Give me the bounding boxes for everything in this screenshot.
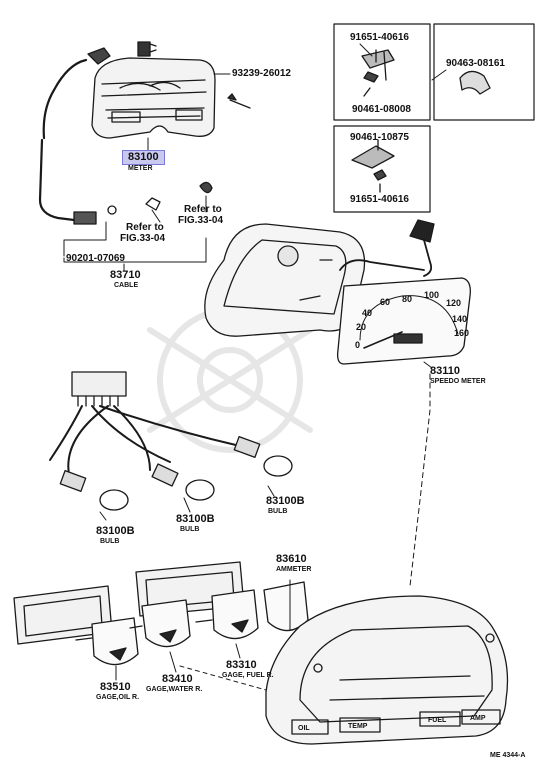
bulb-glass-1 bbox=[263, 455, 293, 477]
scale-0: 0 bbox=[355, 340, 360, 350]
speedo-scale-labels: 0 20 40 60 80 100 120 140 160 bbox=[355, 290, 469, 350]
fig-ref-b: Refer to bbox=[184, 204, 222, 215]
cable-part-name: CABLE bbox=[114, 282, 139, 289]
speedo-part-name: SPEEDO METER bbox=[430, 378, 486, 385]
meter-part-name: METER bbox=[128, 165, 153, 172]
screw-93239 bbox=[227, 93, 251, 109]
scale-120: 120 bbox=[446, 298, 461, 308]
scale-100: 100 bbox=[424, 290, 439, 300]
dashed-guide bbox=[409, 373, 431, 587]
cable-part-number: 83710 bbox=[110, 269, 141, 281]
speedo-housing-drawing bbox=[204, 219, 471, 365]
cluster-amp: AMP bbox=[470, 715, 486, 722]
scale-60: 60 bbox=[380, 297, 390, 307]
scale-40: 40 bbox=[362, 308, 372, 318]
cluster-temp: TEMP bbox=[348, 723, 368, 730]
fuel-gage-part-number: 83310 bbox=[226, 659, 257, 671]
box1-part-a: 91651-40616 bbox=[350, 32, 409, 43]
cable-clip-number: 90201-07069 bbox=[66, 253, 125, 264]
cable-83710-drawing bbox=[38, 58, 213, 225]
box1-part-b: 90461-08008 bbox=[352, 104, 411, 115]
bulb3-part-name: BULB bbox=[100, 538, 120, 545]
bulb1-part-name: BULB bbox=[268, 508, 288, 515]
oil-gage-part-name: GAGE,OIL R. bbox=[96, 694, 140, 701]
meter-part-number: 83100 bbox=[122, 150, 165, 165]
scale-20: 20 bbox=[356, 322, 366, 332]
box2-part-a: 90463-08161 bbox=[446, 58, 505, 69]
ammeter-part-name: AMMETER bbox=[276, 566, 312, 573]
meter-cluster-case-drawing bbox=[265, 595, 509, 745]
cluster-window-labels: OIL TEMP FUEL AMP bbox=[298, 715, 486, 732]
gage-panels-drawing bbox=[13, 561, 309, 666]
water-gage-part-name: GAGE,WATER R. bbox=[146, 686, 203, 693]
diagram-reference-code: ME 4344-A bbox=[490, 752, 526, 759]
scale-140: 140 bbox=[452, 314, 467, 324]
ammeter-part-number: 83610 bbox=[276, 553, 307, 565]
scale-80: 80 bbox=[402, 294, 412, 304]
box3-part-a: 90461-10875 bbox=[350, 132, 409, 143]
speedo-part-number: 83110 bbox=[430, 365, 460, 377]
water-gage-part-number: 83410 bbox=[162, 673, 193, 685]
scale-160: 160 bbox=[454, 328, 469, 338]
leader-lines-top bbox=[63, 73, 231, 271]
bulb1-part-number: 83100B bbox=[266, 495, 305, 507]
fig-ref-b-number: FIG.33-04 bbox=[178, 215, 224, 226]
bulb-glass-2 bbox=[185, 479, 215, 501]
bulb2-part-number: 83100B bbox=[176, 513, 215, 525]
fuel-gage-part-name: GAGE, FUEL R. bbox=[222, 672, 274, 679]
leader-lines-bottom bbox=[99, 43, 447, 691]
meter-83100-drawing bbox=[87, 41, 216, 139]
bulb-harness-drawing bbox=[49, 371, 293, 511]
screw-part-number: 93239-26012 bbox=[232, 68, 291, 79]
fig-ref-a: Refer to bbox=[126, 222, 164, 233]
cluster-fuel: FUEL bbox=[428, 717, 447, 724]
bulb-glass-3 bbox=[99, 489, 129, 511]
box3-part-b: 91651-40616 bbox=[350, 194, 409, 205]
oil-gage-part-number: 83510 bbox=[100, 681, 131, 693]
hardware-boxes bbox=[333, 23, 535, 213]
bulb3-part-number: 83100B bbox=[96, 525, 135, 537]
bulb2-part-name: BULB bbox=[180, 526, 200, 533]
cluster-oil: OIL bbox=[298, 725, 310, 732]
fig-ref-a-number: FIG.33-04 bbox=[120, 233, 166, 244]
